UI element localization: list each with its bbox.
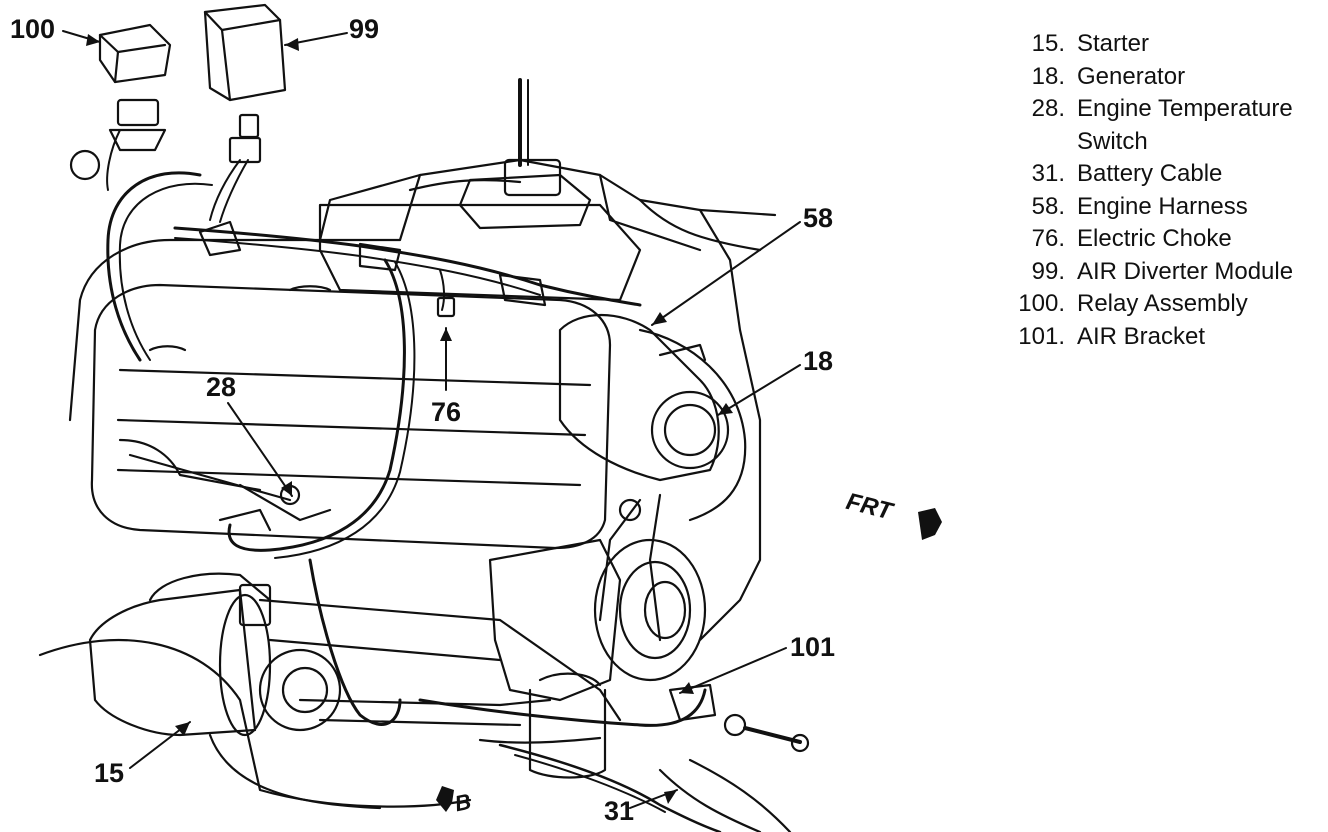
legend-number: 99. (1031, 257, 1065, 285)
legend-item: 31. Battery Cable (1010, 158, 1327, 191)
legend-number: 15. (1031, 30, 1065, 57)
legend-number: 28. (1031, 95, 1065, 122)
arrow-heads (86, 34, 733, 804)
callout-101: 101 (790, 632, 836, 662)
legend-label: Electric Choke (1077, 225, 1232, 252)
battery-cable (498, 743, 722, 832)
callout-58: 58 (803, 203, 834, 233)
generator (558, 314, 747, 522)
parts-legend: 15. Starter 18. Generator 28. Engine Temper… (1010, 28, 1327, 353)
legend-label: Generator (1077, 62, 1186, 90)
legend-number: 100. (1018, 290, 1065, 317)
callout-99: 99 (349, 14, 380, 44)
legend-label: Relay Assembly (1077, 290, 1248, 317)
b-direction-arrow (436, 786, 454, 812)
legend-label: AIR Bracket (1077, 322, 1206, 350)
legend-item: 18. Generator (1010, 61, 1327, 94)
legend-number: 31. (1031, 160, 1065, 187)
left-harness-loop (106, 171, 202, 362)
legend-number: 101. (1018, 322, 1065, 350)
callout-31: 31 (604, 796, 635, 826)
front-direction-arrow (918, 508, 942, 540)
air-diverter-module (203, 3, 287, 164)
lower-pulley (593, 498, 707, 682)
legend-item: 100. Relay Assembly (1010, 288, 1327, 321)
intake-manifold (318, 203, 642, 302)
engine-block-outline (68, 158, 762, 642)
legend-item: 15. Starter (1010, 28, 1327, 61)
legend-label: Engine Temperature Switch (1077, 95, 1293, 155)
starter (88, 572, 342, 737)
relay-assembly (69, 23, 172, 181)
legend-number: 18. (1031, 62, 1065, 90)
timing-cover (488, 538, 622, 702)
legend-item: 101. AIR Bracket (1010, 321, 1327, 354)
engine-harness-tube (173, 226, 642, 307)
callout-15: 15 (94, 758, 125, 788)
callout-28: 28 (206, 372, 237, 402)
legend-label: Battery Cable (1077, 160, 1223, 187)
lower-body-contour (38, 638, 472, 808)
legend-item: 58. Engine Harness (1010, 191, 1327, 224)
legend-item: 76. Electric Choke (1010, 223, 1327, 256)
legend-item: 28. Engine Temperature Switch (1010, 93, 1327, 158)
drive-belt (598, 498, 642, 622)
legend-label: Starter (1077, 30, 1150, 57)
legend-number: 76. (1031, 225, 1065, 252)
legend-label: Engine Harness (1077, 192, 1248, 220)
legend-label: AIR Diverter Module (1077, 257, 1294, 285)
harness-to-bracket (308, 558, 402, 726)
carburetor (458, 173, 592, 230)
callout-100: 100 (10, 14, 56, 44)
legend-item: 99. AIR Diverter Module (1010, 256, 1327, 289)
air-bracket (668, 683, 810, 753)
legend-number: 58. (1031, 192, 1065, 220)
callout-18: 18 (803, 346, 834, 376)
callout-76: 76 (431, 397, 462, 427)
valve-cover (90, 283, 612, 550)
